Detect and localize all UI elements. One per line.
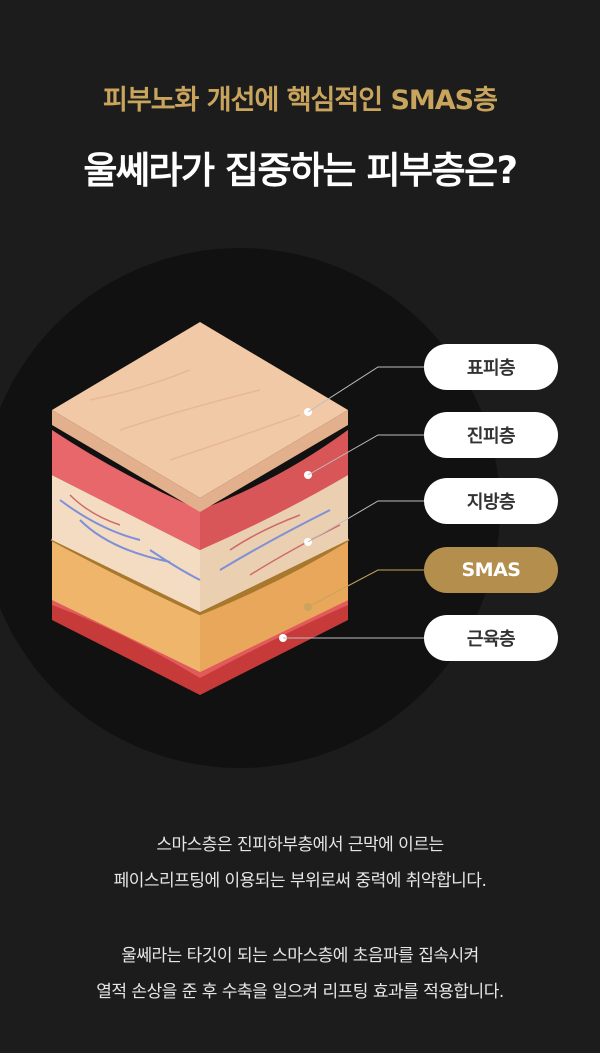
label-muscle: 근육층 (424, 615, 558, 661)
description-paragraph-2: 울쎄라는 타깃이 되는 스마스층에 초음파를 집속시켜 열적 손상을 준 후 수… (0, 938, 600, 1010)
description-line: 울쎄라는 타깃이 되는 스마스층에 초음파를 집속시켜 (121, 946, 479, 966)
description-paragraph-1: 스마스층은 진피하부층에서 근막에 이르는 페이스리프팅에 이용되는 부위로써 … (0, 827, 600, 899)
page-subtitle: 피부노화 개선에 핵심적인 SMAS층 (103, 85, 498, 116)
page-title: 울쎄라가 집중하는 피부층은? (83, 149, 518, 192)
description-line: 페이스리프팅에 이용되는 부위로써 중력에 취약합니다. (113, 871, 487, 891)
label-dermis: 진피층 (424, 412, 558, 458)
smas-layer-front (200, 540, 348, 672)
label-fat: 지방층 (424, 478, 558, 524)
label-epidermis: 표피층 (424, 344, 558, 390)
description-line: 스마스층은 진피하부층에서 근막에 이르는 (156, 835, 444, 855)
fat-vessels (59, 499, 331, 581)
leader-lines (283, 366, 424, 639)
dermis-layer-front (200, 430, 348, 550)
fat-capillaries (69, 494, 341, 576)
fat-layer-front (200, 475, 348, 612)
description-line: 열적 손상을 준 후 수축을 일으켜 리프팅 효과를 적용합니다. (96, 982, 504, 1002)
epidermis-texture (89, 369, 301, 461)
skin-layers-illustration (50, 322, 350, 695)
label-smas: SMAS (424, 547, 558, 593)
